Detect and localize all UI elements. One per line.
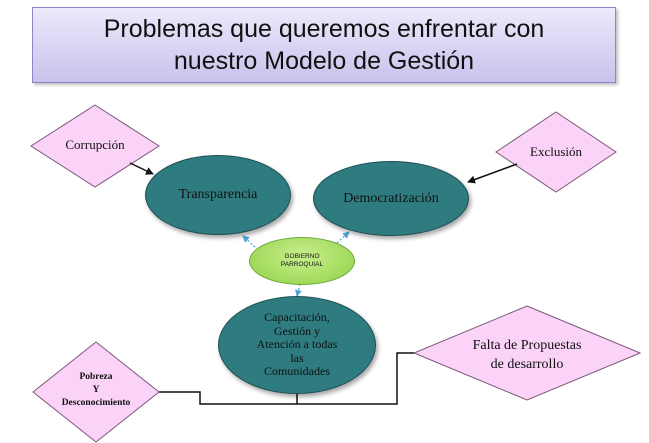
label-falta-line-1: Falta de Propuestas (472, 338, 582, 353)
label-exclusion: Exclusión (530, 144, 582, 159)
label-corrupcion: Corrupción (65, 137, 125, 152)
title-line-2: nuestro Modelo de Gestión (173, 47, 475, 75)
title-line-1: Problemas que queremos enfrentar con (103, 15, 545, 43)
diamond-corrupcion (30, 104, 160, 188)
connector-pobreza-to-capacitacion (159, 391, 298, 405)
label-falta-line-2: de desarrollo (490, 357, 564, 372)
node-transparencia-label: Transparencia (178, 187, 258, 202)
arrow-gobierno-to-democratizacion (336, 231, 350, 244)
label-pobreza-line-3: Desconocimiento (61, 398, 131, 408)
diamond-exclusion (495, 111, 617, 193)
connector-falta-to-capacitacion (297, 352, 414, 405)
arrow-gobierno-to-transparencia (242, 235, 256, 248)
arrow-corrupcion-to-transparencia (129, 162, 154, 175)
arrow-gobierno-to-capacitacion (295, 283, 302, 297)
label-pobreza: Pobreza Y Desconocimiento (46, 371, 146, 410)
node-democratizacion: Democratización (313, 161, 469, 236)
node-capacitacion-line-3: Atención a todas (256, 337, 338, 352)
node-gobierno-parroquial: GOBIERNO PARROQUIAL (249, 237, 355, 285)
node-capacitacion-line-1: Capacitación, (264, 310, 330, 325)
diamond-pobreza (32, 341, 160, 443)
node-transparencia: Transparencia (145, 155, 291, 235)
arrow-exclusion-to-democratizacion (467, 163, 518, 184)
label-pobreza-line-1: Pobreza (79, 372, 113, 382)
label-pobreza-line-2: Y (92, 385, 100, 395)
diamond-falta (412, 305, 642, 401)
node-capacitacion: Capacitación, Gestión y Atención a todas… (218, 296, 376, 394)
node-gobierno-line-2: PARROQUIAL (280, 261, 324, 268)
node-gobierno-line-1: GOBIERNO (284, 253, 320, 260)
node-capacitacion-line-2: Gestión y (273, 323, 321, 338)
title-box: Problemas que queremos enfrentar con nue… (32, 7, 616, 83)
label-falta: Falta de Propuestas de desarrollo (430, 336, 624, 374)
node-capacitacion-line-4: las (290, 350, 304, 365)
node-democratizacion-label: Democratización (343, 190, 439, 206)
node-capacitacion-line-5: Comunidades (264, 364, 330, 379)
